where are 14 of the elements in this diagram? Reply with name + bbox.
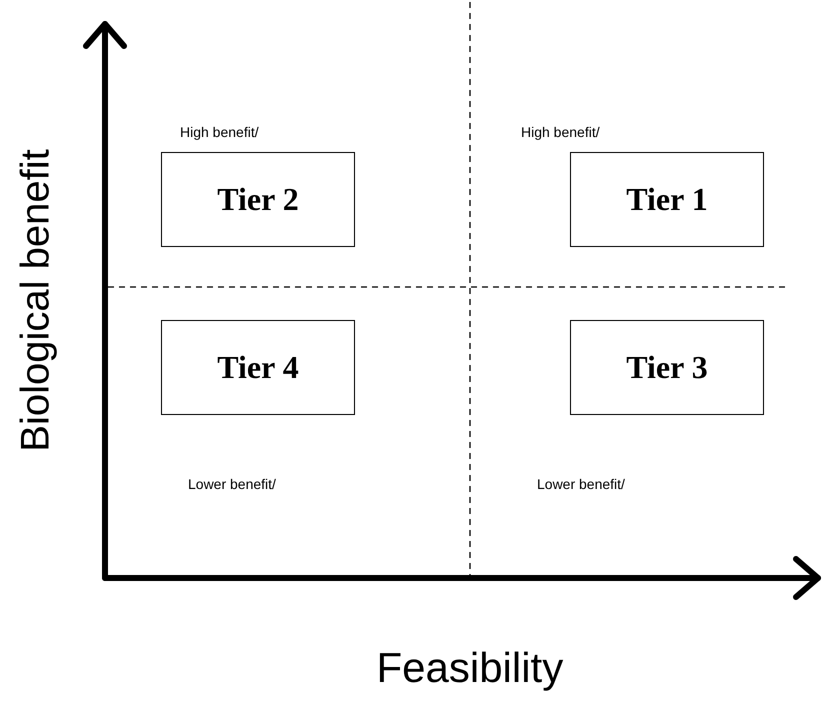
tier-label: Tier 3 [626,349,708,386]
tier-label: Tier 1 [626,181,708,218]
quadrant-note: High benefit/ [521,124,600,140]
tier-box [161,320,355,415]
tier-label: Tier 4 [217,349,299,386]
axis-title: Biological benefit [14,148,59,452]
tier-box [161,152,355,247]
tier-box [570,152,764,247]
tier-label: Tier 2 [217,181,299,218]
tier-box [570,320,764,415]
quadrant-note: High benefit/ [180,124,259,140]
quadrant-note: Lower benefit/ [188,476,276,492]
quadrant-note: Lower benefit/ [537,476,625,492]
axis-title: Feasibility [376,644,564,692]
